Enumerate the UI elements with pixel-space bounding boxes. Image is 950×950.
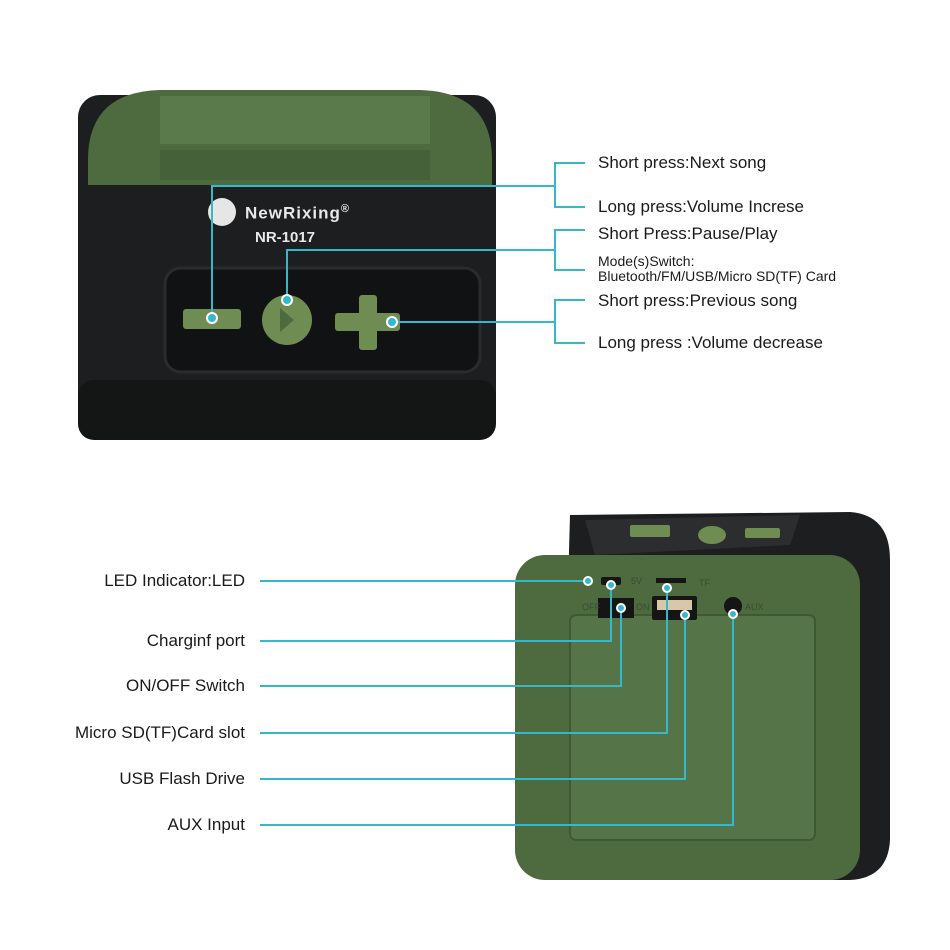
mode-switch-modes: Bluetooth/FM/USB/Micro SD(TF) Card bbox=[598, 268, 837, 284]
brand-text: NewRixing bbox=[245, 203, 341, 223]
callout-usb-flash-drive: USB Flash Drive bbox=[119, 769, 245, 788]
callout-volume-increase: Long press:Volume Increse bbox=[598, 197, 805, 216]
top-callout-lines bbox=[211, 162, 585, 344]
callout-previous-song: Short press:Previous song bbox=[598, 291, 798, 310]
brand-name: NewRixing® bbox=[245, 203, 350, 224]
mode-switch-title: Mode(s)Switch: bbox=[598, 253, 695, 269]
plus-button bbox=[335, 295, 400, 350]
play-icon bbox=[280, 308, 294, 332]
callout-charging-port: Charginf port bbox=[146, 631, 245, 650]
bottom-callout-lines bbox=[260, 580, 734, 826]
port-label-aux: AUX bbox=[745, 602, 764, 612]
callout-next-song: Short press:Next song bbox=[598, 153, 767, 172]
callout-aux-input: AUX Input bbox=[167, 815, 246, 834]
port-label-tf: TF bbox=[699, 578, 710, 588]
tf-card-slot bbox=[656, 578, 686, 583]
brand-logo-icon bbox=[208, 198, 236, 226]
bottom-callout-dots bbox=[583, 576, 738, 620]
port-label-5v: 5V bbox=[631, 576, 643, 586]
speaker-back-view bbox=[515, 512, 890, 880]
callout-pause-play: Short Press:Pause/Play bbox=[598, 224, 778, 243]
registered-mark: ® bbox=[340, 203, 351, 215]
callout-on-off-switch: ON/OFF Switch bbox=[125, 676, 245, 695]
top-callout-dots bbox=[206, 294, 398, 328]
port-label-on: ON bbox=[636, 602, 650, 612]
callout-volume-decrease: Long press :Volume decrease bbox=[598, 333, 823, 352]
callout-micro-sd-slot: Micro SD(TF)Card slot bbox=[74, 723, 245, 742]
callout-mode-switch: Mode(s)Switch: Bluetooth/FM/USB/Micro SD… bbox=[598, 254, 836, 284]
port-label-off: OFF bbox=[582, 602, 600, 612]
callout-led-indicator: LED Indicator:LED bbox=[104, 571, 245, 590]
model-number: NR-1017 bbox=[255, 229, 316, 246]
aux-jack bbox=[724, 597, 742, 615]
